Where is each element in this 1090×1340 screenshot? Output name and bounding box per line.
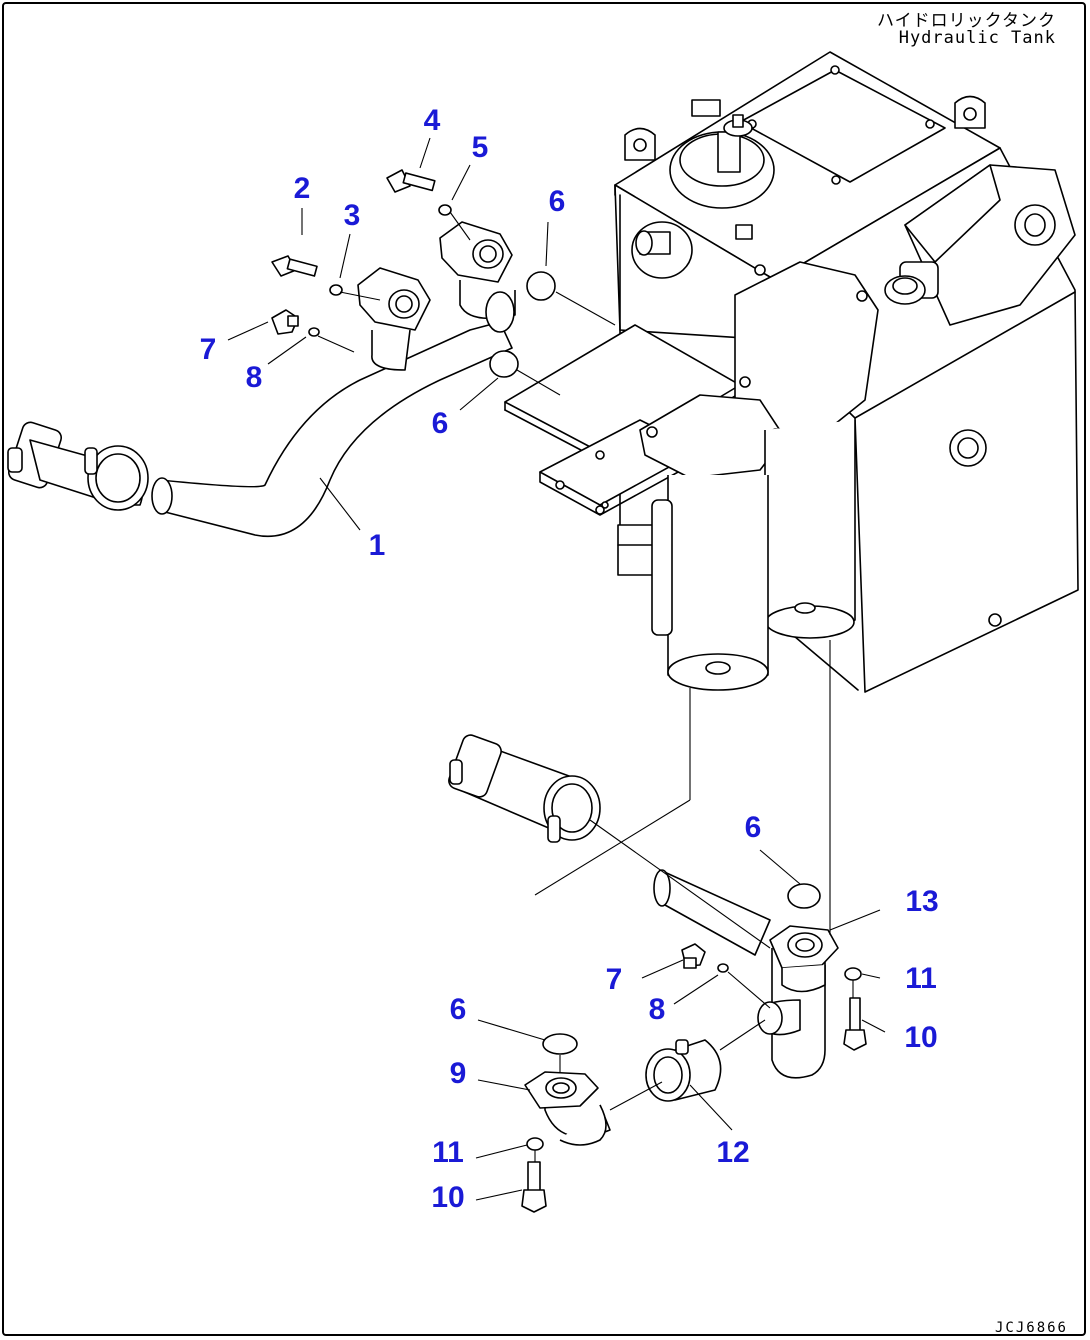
callout-part-6-lower-left: 6	[449, 993, 467, 1026]
callout-part-3: 3	[343, 199, 361, 232]
callout-part-13: 13	[905, 885, 939, 918]
callout-part-5: 5	[471, 131, 489, 164]
upper-suction-hose	[7, 221, 516, 537]
callout-part-10-right: 10	[904, 1021, 938, 1054]
callout-part-11-right: 11	[905, 962, 937, 995]
drawing-code: JCJ6866	[994, 1320, 1068, 1336]
callout-part-9: 9	[449, 1057, 467, 1090]
leader-lines	[227, 137, 886, 1201]
callout-part-12: 12	[716, 1136, 750, 1169]
callout-part-2: 2	[293, 172, 311, 205]
callout-part-7-lower: 7	[605, 963, 623, 996]
fasteners-lower	[521, 883, 867, 1213]
tank-title-english: Hydraulic Tank	[898, 28, 1056, 48]
callout-part-8-upper: 8	[245, 361, 263, 394]
callout-part-6-upper: 6	[548, 185, 566, 218]
tank-title-japanese: ハイドロリックタンク	[877, 11, 1056, 31]
callout-part-4: 4	[423, 104, 441, 137]
callout-part-7-upper: 7	[199, 333, 217, 366]
callout-part-6-lower-right: 6	[744, 811, 762, 844]
filter-assembly	[504, 261, 879, 691]
callout-part-6-middle: 6	[431, 407, 449, 440]
fasteners-upper	[271, 169, 556, 378]
callout-part-11-lower: 11	[432, 1136, 464, 1169]
callout-part-10-lower: 10	[431, 1181, 465, 1214]
lower-suction-hose	[448, 734, 839, 1146]
callout-part-1: 1	[368, 529, 386, 562]
callout-part-8-lower: 8	[648, 993, 666, 1026]
